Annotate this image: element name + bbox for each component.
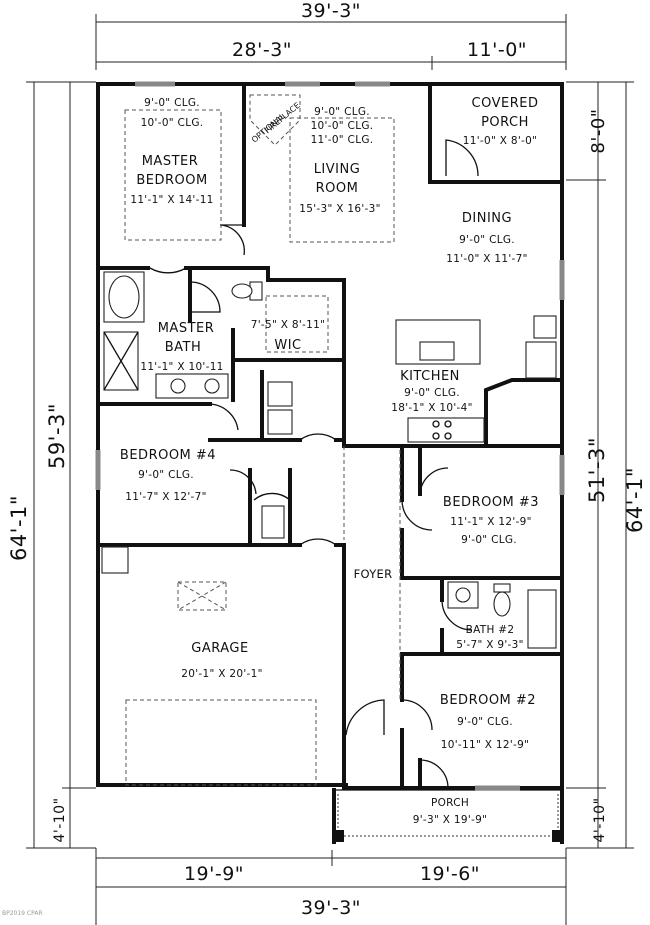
bedroom-3-size: 11'-1" X 12'-9" (450, 516, 531, 528)
garage-size: 20'-1" X 20'-1" (181, 668, 262, 680)
living-room-size: 15'-3" X 16'-3" (299, 203, 380, 215)
wic-size: 7'-5" X 8'-11" (251, 319, 325, 331)
room-bedroom-3: BEDROOM #3 11'-1" X 12'-9" 9'-0" CLG. (443, 495, 539, 546)
master-bath-size: 11'-1" X 10'-11 (140, 361, 223, 373)
watermark: BP2019 CPAR (2, 910, 43, 917)
dim-bottom-total: 39'-3" (301, 897, 361, 919)
living-room-name-1: LIVING (314, 162, 361, 177)
master-bath-name-1: MASTER (158, 321, 215, 336)
dining-name: DINING (462, 211, 512, 226)
master-bedroom-ceiling-1: 9'-0" CLG. (144, 97, 200, 109)
living-room-ceiling-1: 9'-0" CLG. (314, 106, 370, 118)
room-bedroom-4: BEDROOM #4 9'-0" CLG. 11'-7" X 12'-7" (120, 448, 216, 503)
master-bath-name-2: BATH (165, 340, 202, 355)
optional-fireplace: OPTIONAL FIREPLACE (250, 101, 302, 145)
bath-2-name: BATH #2 (466, 624, 515, 636)
master-bedroom-ceiling-2: 10'-0" CLG. (141, 117, 204, 129)
room-bedroom-2: BEDROOM #2 9'-0" CLG. 10'-11" X 12'-9" (440, 693, 536, 751)
dim-top-left: 28'-3" (232, 39, 292, 61)
wic-name: WIC (274, 338, 301, 353)
dim-top-right: 11'-0" (467, 39, 527, 61)
dim-bottom-left: 19'-9" (184, 863, 244, 885)
bath-2-size: 5'-7" X 9'-3" (456, 639, 524, 651)
room-master-bath: MASTER BATH 11'-1" X 10'-11 (140, 321, 223, 373)
kitchen-ceiling: 9'-0" CLG. (404, 387, 460, 399)
room-garage: GARAGE 20'-1" X 20'-1" (181, 641, 262, 680)
bedroom-3-ceiling: 9'-0" CLG. (461, 534, 517, 546)
covered-porch-name-1: COVERED (472, 96, 539, 111)
master-bedroom-size: 11'-1" X 14'-11 (130, 194, 213, 206)
dimension-lines (26, 14, 634, 925)
dim-right-total: 64'-1" (623, 467, 647, 533)
dim-bottom-right: 19'-6" (420, 863, 480, 885)
living-room-ceiling-3: 11'-0" CLG. (311, 134, 374, 146)
dim-left-total: 64'-1" (7, 495, 31, 561)
kitchen-name: KITCHEN (400, 369, 460, 384)
fixtures (101, 94, 557, 649)
porch-columns (332, 794, 564, 842)
doors (149, 139, 479, 789)
dim-left-main: 59'-3" (45, 403, 69, 469)
foyer-name: FOYER (354, 567, 393, 581)
dining-size: 11'-0" X 11'-7" (446, 253, 527, 265)
room-wic: 7'-5" X 8'-11" WIC (251, 319, 325, 353)
bedroom-3-name: BEDROOM #3 (443, 495, 539, 510)
walls (96, 82, 564, 844)
garage-name: GARAGE (191, 641, 248, 656)
bedroom-4-name: BEDROOM #4 (120, 448, 216, 463)
ceiling-outlines (124, 109, 401, 786)
bedroom-2-name: BEDROOM #2 (440, 693, 536, 708)
fireplace-label-2: FIREPLACE (263, 101, 302, 136)
dim-right-porch-top: 8'-0" (588, 108, 609, 153)
dim-top-total: 39'-3" (301, 0, 361, 22)
dim-left-porch: 4'-10" (52, 797, 68, 842)
room-dining: DINING 9'-0" CLG. 11'-0" X 11'-7" (446, 211, 527, 265)
covered-porch-size: 11'-0" X 8'-0" (463, 135, 537, 147)
dim-right-main: 51'-3" (585, 437, 609, 503)
kitchen-size: 18'-1" X 10'-4" (391, 402, 472, 414)
room-covered-porch: COVERED PORCH 11'-0" X 8'-0" (463, 96, 539, 147)
master-bedroom-name-2: BEDROOM (136, 173, 207, 188)
bedroom-2-ceiling: 9'-0" CLG. (457, 716, 513, 728)
room-kitchen: KITCHEN 9'-0" CLG. 18'-1" X 10'-4" (391, 369, 472, 414)
dining-ceiling: 9'-0" CLG. (459, 234, 515, 246)
room-porch: PORCH 9'-3" X 19'-9" (413, 797, 487, 826)
room-living-room: 9'-0" CLG. 10'-0" CLG. 11'-0" CLG. LIVIN… (299, 106, 380, 215)
room-bath-2: BATH #2 5'-7" X 9'-3" (456, 624, 524, 651)
living-room-ceiling-2: 10'-0" CLG. (311, 120, 374, 132)
bedroom-4-size: 11'-7" X 12'-7" (125, 491, 206, 503)
living-room-name-2: ROOM (316, 181, 359, 196)
porch-name: PORCH (431, 797, 469, 809)
bedroom-2-size: 10'-11" X 12'-9" (441, 739, 529, 751)
master-bedroom-name-1: MASTER (142, 154, 199, 169)
covered-porch-name-2: PORCH (481, 115, 529, 130)
windows (95, 81, 565, 791)
room-master-bedroom: 9'-0" CLG. 10'-0" CLG. MASTER BEDROOM 11… (130, 97, 213, 206)
dim-right-porch-bottom: 4'-10" (592, 797, 608, 842)
porch-size: 9'-3" X 19'-9" (413, 814, 487, 826)
bedroom-4-ceiling: 9'-0" CLG. (138, 469, 194, 481)
